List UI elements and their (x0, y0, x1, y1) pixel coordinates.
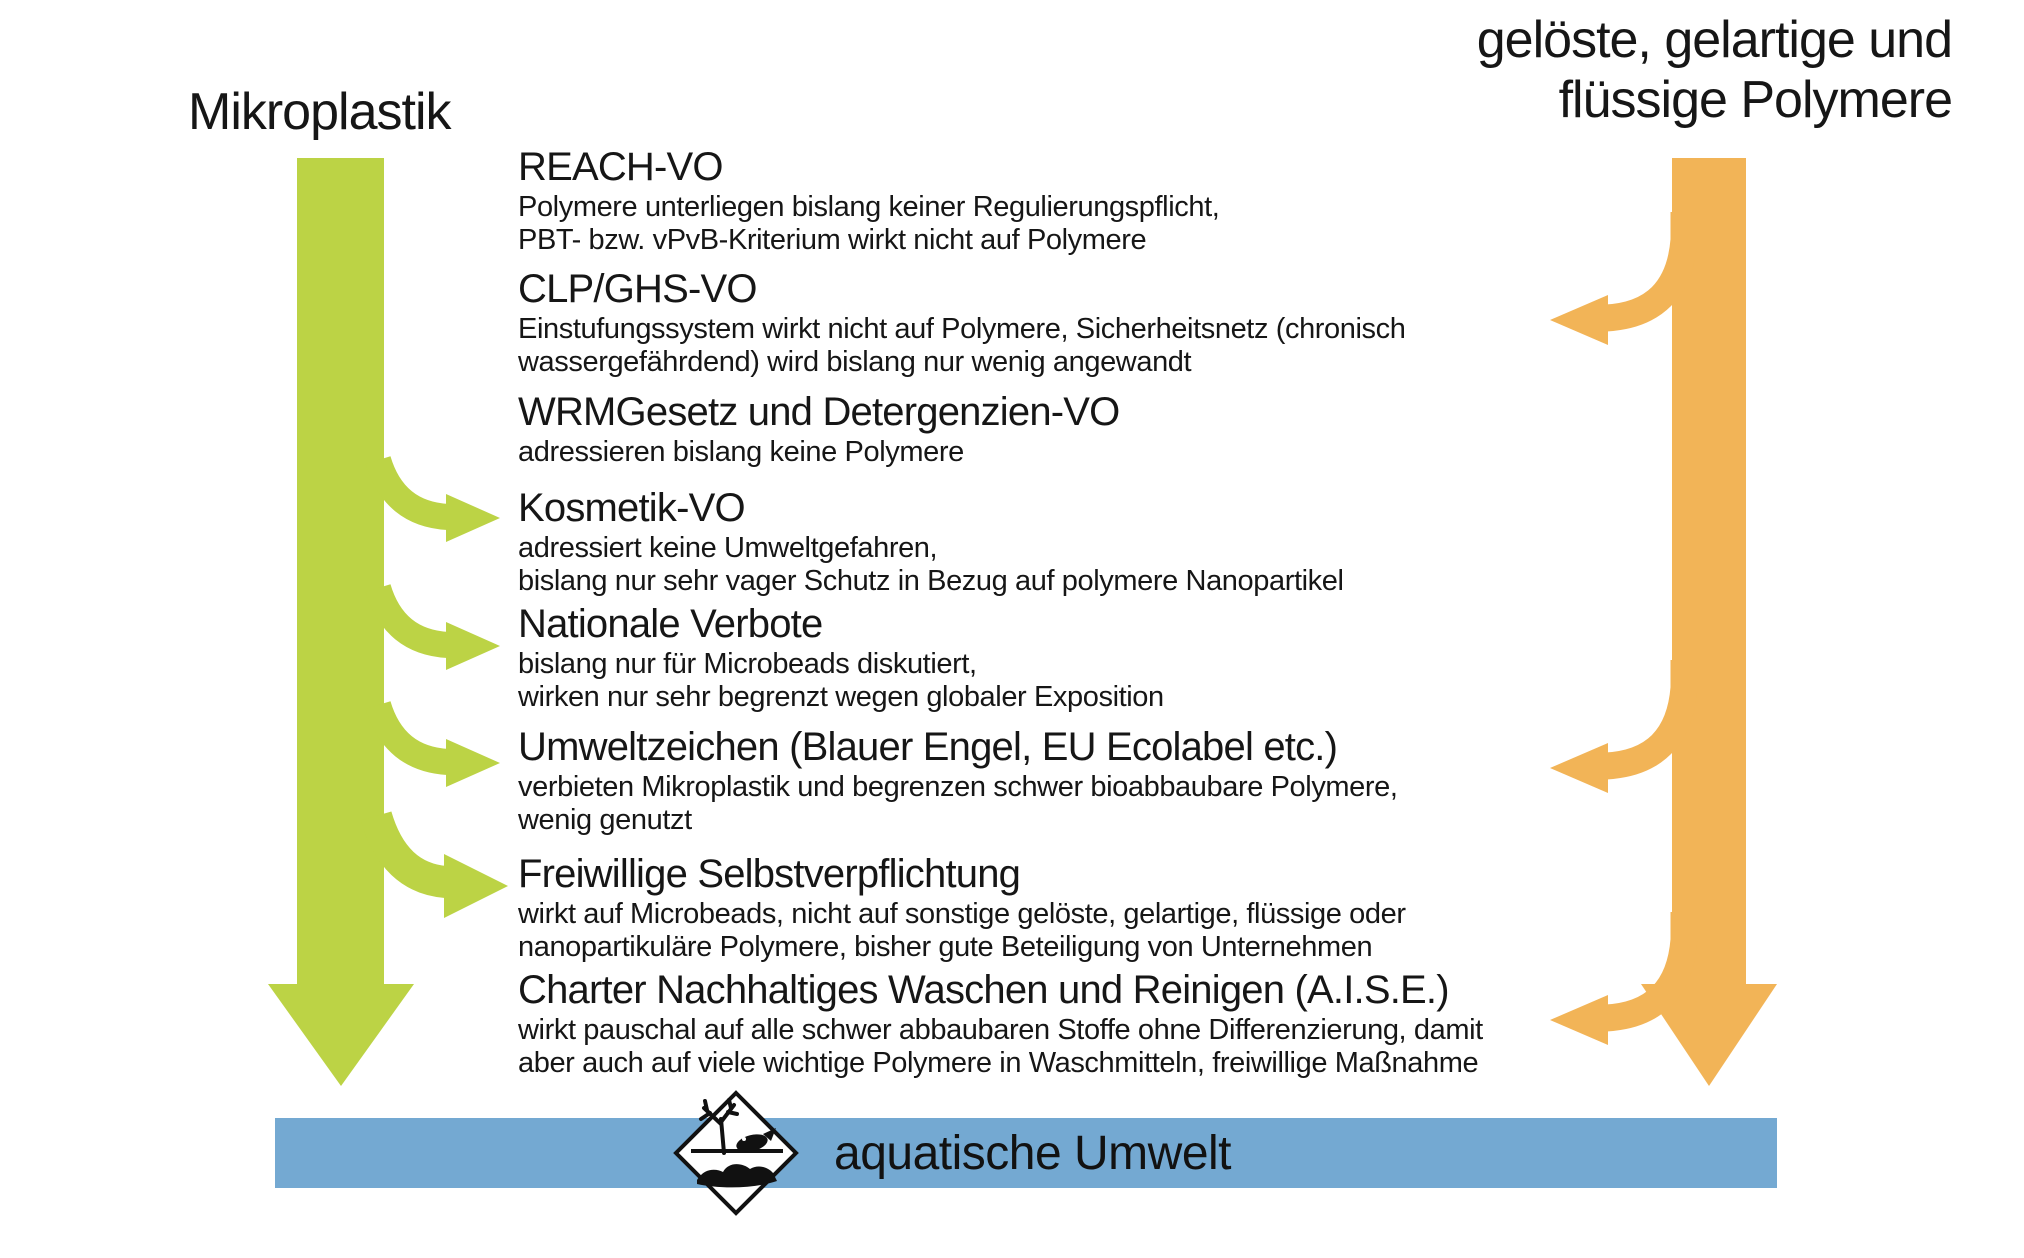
section-wrmgesetz: WRMGesetz und Detergenzien-VO adressiere… (518, 388, 1120, 469)
section-charter-aise: Charter Nachhaltiges Waschen und Reinige… (518, 966, 1483, 1080)
section-line: nanopartikuläre Polymere, bisher gute Be… (518, 931, 1373, 963)
section-line: wirkt pauschal auf alle schwer abbaubare… (518, 1014, 1483, 1046)
branch-arrow-kosmetik (365, 455, 500, 542)
heading-polymere-line2: flüssige Polymere (1558, 71, 1953, 129)
section-title: Charter Nachhaltiges Waschen und Reinige… (518, 968, 1450, 1012)
section-selbstverpflichtung: Freiwillige Selbstverpflichtung wirkt au… (518, 850, 1406, 964)
section-umweltzeichen: Umweltzeichen (Blauer Engel, EU Ecolabel… (518, 723, 1398, 837)
branch-arrow-selbstverpflichtung (360, 811, 508, 918)
aquatic-environment-bar: aquatische Umwelt (275, 1118, 1777, 1188)
microplastics-down-arrow (268, 158, 414, 1086)
branch-arrow-charter (1550, 912, 1698, 1045)
branch-arrow-umweltzeichen-orange (1550, 660, 1698, 793)
section-title: WRMGesetz und Detergenzien-VO (518, 390, 1120, 434)
section-line: bislang nur sehr vager Schutz in Bezug a… (518, 565, 1344, 597)
section-line: wirkt auf Microbeads, nicht auf sonstige… (518, 898, 1406, 930)
section-nationale-verbote: Nationale Verbote bislang nur für Microb… (518, 600, 1164, 714)
section-line: wassergefährdend) wird bislang nur wenig… (518, 346, 1192, 378)
section-clp-ghs-vo: CLP/GHS-VO Einstufungssystem wirkt nicht… (518, 265, 1406, 379)
branch-arrow-clp-ghs (1550, 212, 1698, 345)
polymers-down-arrow (1641, 158, 1777, 1086)
branch-arrow-nationale-verbote (365, 583, 500, 670)
aquatic-environment-label: aquatische Umwelt (834, 1126, 1232, 1180)
section-reach-vo: REACH-VO Polymere unterliegen bislang ke… (518, 143, 1220, 257)
heading-polymere: gelöste, gelartige und flüssige Polymere (1476, 10, 1953, 130)
green-branch-arrows (360, 455, 508, 918)
section-line: Polymere unterliegen bislang keiner Regu… (518, 191, 1220, 223)
section-line: wirken nur sehr begrenzt wegen globaler … (518, 681, 1164, 713)
dead-fish-glyph (736, 1128, 776, 1152)
branch-arrow-umweltzeichen-green (365, 700, 500, 787)
section-title: Freiwillige Selbstverpflichtung (518, 852, 1021, 896)
section-line: verbieten Mikroplastik und begrenzen sch… (518, 771, 1398, 803)
section-title: CLP/GHS-VO (518, 267, 758, 311)
section-line: PBT- bzw. vPvB-Kriterium wirkt nicht auf… (518, 224, 1147, 256)
section-line: wenig genutzt (518, 804, 692, 836)
heading-mikroplastik: Mikroplastik (188, 83, 451, 141)
section-kosmetik-vo: Kosmetik-VO adressiert keine Umweltgefah… (518, 484, 1344, 598)
section-line: adressiert keine Umweltgefahren, (518, 532, 938, 564)
section-line: aber auch auf viele wichtige Polymere in… (518, 1047, 1479, 1079)
section-line: adressieren bislang keine Polymere (518, 436, 964, 468)
section-title: Kosmetik-VO (518, 486, 746, 530)
heading-polymere-line1: gelöste, gelartige und (1476, 11, 1953, 69)
section-title: REACH-VO (518, 145, 724, 189)
ground-glyph (697, 1164, 777, 1188)
section-line: bislang nur für Microbeads diskutiert, (518, 648, 977, 680)
section-line: Einstufungssystem wirkt nicht auf Polyme… (518, 313, 1406, 345)
section-title: Umweltzeichen (Blauer Engel, EU Ecolabel… (518, 725, 1338, 769)
section-title: Nationale Verbote (518, 602, 823, 646)
dead-tree-glyph (699, 1098, 739, 1155)
orange-branch-arrows (1550, 212, 1698, 1045)
